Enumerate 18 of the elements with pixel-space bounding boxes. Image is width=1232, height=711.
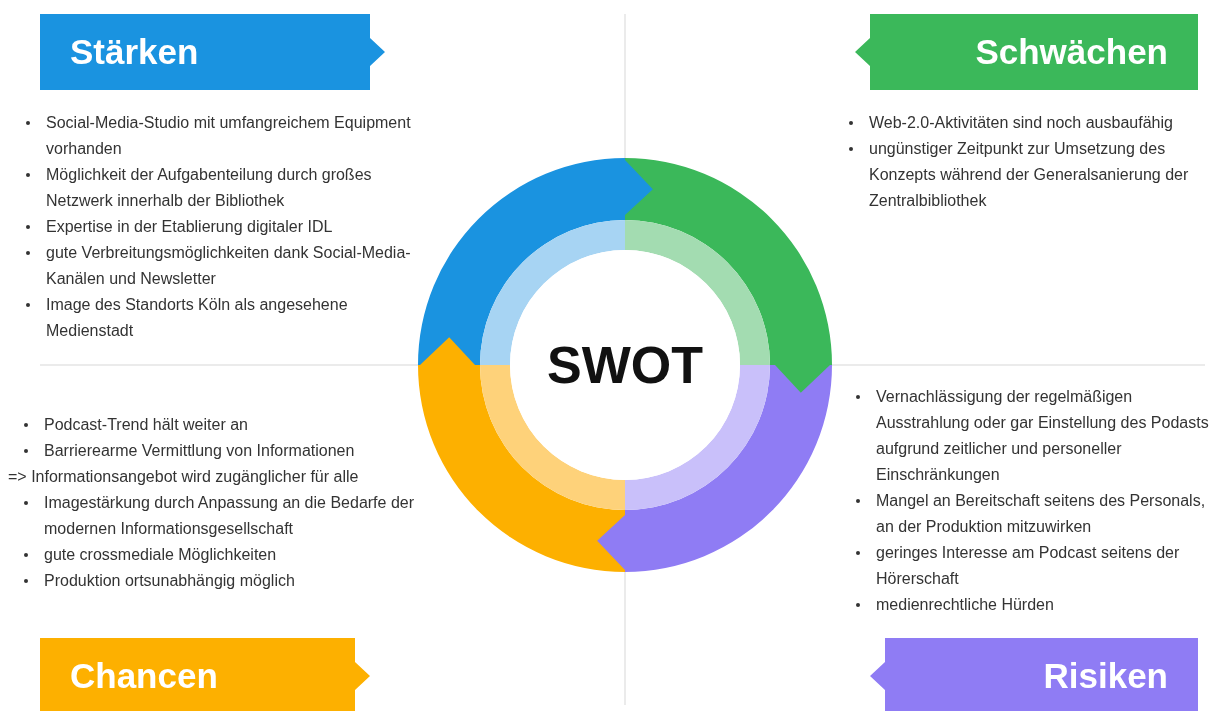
bullet-item: gute crossmediale Möglichkeiten <box>20 542 440 568</box>
heading-banner: Schwächen <box>855 14 1198 90</box>
heading-banner: Stärken <box>40 14 385 90</box>
bullet-item: Möglichkeit der Aufgabenteilung durch großes Netzwerk innerhalb der Bibliothek <box>22 162 422 214</box>
bullet-item: gute Verbreitungsmöglichkeiten dank Social-Media-Kanälen und Newsletter <box>22 240 422 292</box>
note-text: => Informationsangebot wird zugänglicher für alle <box>8 467 360 487</box>
bullet-item: Produktion ortsunabhängig möglich <box>20 568 440 594</box>
bullet-item: Image des Standorts Köln als angesehene Medienstadt <box>22 292 422 344</box>
heading-banner: Chancen <box>40 638 370 711</box>
heading-banner: Risiken <box>870 638 1198 711</box>
bullet-item: ungünstiger Zeitpunkt zur Umsetzung des Konzepts während der Generalsanierung der Zentralbibliothek <box>845 136 1215 214</box>
bullet-item: Podcast-Trend hält weiter an <box>20 412 440 438</box>
bullet-item: Barrierearme Vermittlung von Informationen <box>20 438 440 464</box>
bullet-item: Web-2.0-Aktivitäten sind noch ausbaufähig <box>845 110 1215 136</box>
bullet-item: medienrechtliche Hürden <box>852 592 1227 618</box>
bullet-item: Vernachlässigung der regelmäßigen Ausstrahlung oder gar Einstellung des Podasts aufgrund zeitlicher und personeller Einschränkungen <box>852 384 1227 488</box>
bullet-item: Expertise in der Etablierung digitaler IDL <box>22 214 422 240</box>
bullet-item: Social-Media-Studio mit umfangreichem Equipment vorhanden <box>22 110 422 162</box>
